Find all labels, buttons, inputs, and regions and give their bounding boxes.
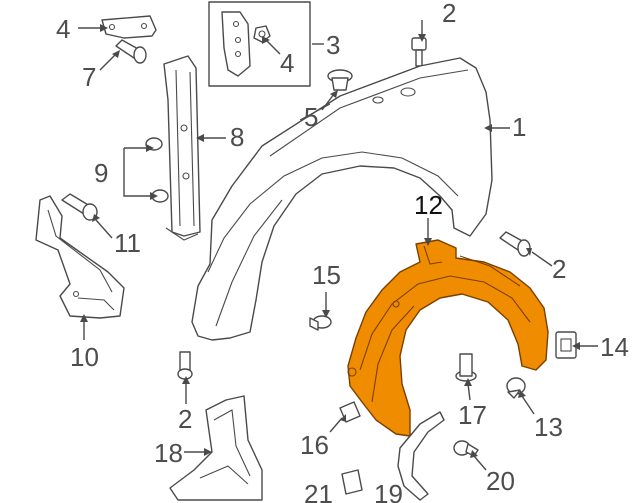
callout-2-low: 2 [178,404,192,434]
callout-21: 21 [304,479,333,503]
callout-15: 15 [312,260,341,290]
callout-16: 16 [300,430,329,460]
part-11-bolt[interactable] [61,193,98,221]
callout-8: 8 [230,122,244,152]
callout-11: 11 [114,228,141,258]
callout-2-top: 2 [442,0,456,28]
callout-13: 13 [534,412,563,442]
callout-18: 18 [154,438,183,468]
part-1-fender[interactable] [191,57,493,341]
callout-20: 20 [486,466,515,496]
callout-4: 4 [280,48,294,78]
part-2-bolt-mid[interactable] [499,231,531,257]
part-19-strip[interactable] [397,411,445,501]
part-5-clip[interactable] [327,69,353,91]
part-14-clip-nut[interactable] [555,331,577,359]
part-13-bolt[interactable] [506,377,526,399]
part-2-bolt-top[interactable] [411,37,427,67]
callout-17: 17 [458,400,487,430]
part-7-bolt[interactable] [115,39,147,64]
callout-3: 3 [326,30,340,60]
callout-7: 7 [82,62,96,92]
part-15-bolt[interactable] [309,315,332,331]
leader-lines [78,20,598,471]
leader-arrowheads [80,24,580,458]
callout-14: 14 [600,332,629,362]
callout-12: 12 [414,190,443,220]
callout-6: 4 [56,14,70,44]
callout-1: 1 [512,112,526,142]
callout-5: 5 [304,102,318,132]
callout-9: 9 [94,158,108,188]
part-21-clip[interactable] [341,469,363,495]
part-18-shield[interactable] [169,395,263,501]
part-2-bolt-low[interactable] [177,351,193,380]
callout-10: 10 [70,342,99,372]
callout-2-mid: 2 [552,254,566,284]
part-12-wheelhouse-liner[interactable] [347,239,549,437]
part-6-bracket[interactable] [101,15,157,39]
callout-19: 19 [374,479,403,503]
callout-labels: 4 7 3 4 2 5 8 1 9 11 10 12 2 14 15 2 17 … [56,0,629,503]
part-3-bracket-kit[interactable] [208,1,311,87]
part-10-bracket[interactable] [35,195,125,319]
part-8-pillar-trim[interactable] [163,55,201,241]
part-17-clip[interactable] [455,353,477,382]
